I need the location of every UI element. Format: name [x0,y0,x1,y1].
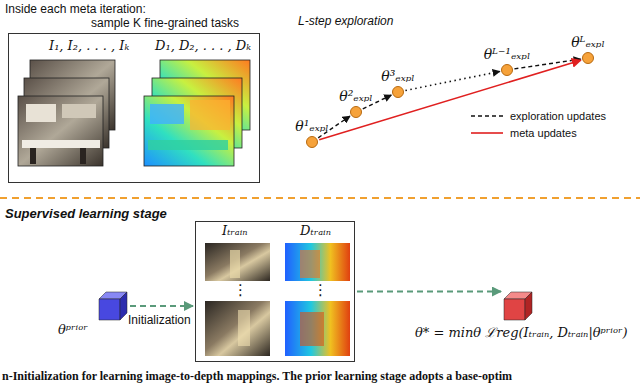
task-batch-box: sample K fine-grained tasksI₁, I₂, . . .… [8,33,260,183]
legend-line-sample [470,128,504,138]
legend-line [471,115,503,117]
update-arrow [357,291,501,293]
cube-side [120,292,127,320]
math-label: Iₜᵣₐᵢₙ [222,223,248,239]
result-cube: θ* = minθ ℒreg(Iₜᵣₐᵢₙ, Dₜᵣₐᵢₙ|θᵖʳⁱᵒʳ) [503,291,533,321]
train-depth-maps [285,243,350,356]
depth-map-stack [144,60,250,166]
legend-entry: meta updates [470,127,577,139]
cube-side [525,292,532,320]
update-arrow [405,72,499,91]
math-label: D₁, D₂, . . . , Dₖ [155,38,251,54]
train-rgb-images [205,243,270,356]
stage-divider [0,197,640,199]
math-label: θᵖʳⁱᵒʳ [58,322,88,338]
rgb-image-stack [18,60,115,166]
parameter-label: θ¹ₑₓₚₗ [295,118,328,135]
legend-text: meta updates [510,127,577,139]
parameter-point: θᴸ⁻¹ₑₓₚₗ [501,64,513,76]
parameter-point: θ³ₑₓₚₗ [392,86,404,98]
ellipsis: ⋮ [233,281,248,299]
legend-line-sample [470,111,504,121]
update-arrow [130,305,193,307]
stage-title: Supervised learning stage [5,206,167,222]
parameter-label: θᴸ⁻¹ₑₓₚₗ [484,46,531,63]
parameter-point: θ²ₑₓₚₗ [350,106,362,118]
box-heading: sample K fine-grained tasks [91,16,239,30]
parameter-point: θ¹ₑₓₚₗ [306,136,318,148]
legend-entry: exploration updates [470,110,606,122]
math-label: I₁, I₂, . . . , Iₖ [49,38,129,54]
update-arrow [319,60,581,140]
parameter-label: θ²ₑₓₚₗ [339,88,372,105]
arrow-label: Initialization [128,313,191,327]
math-label: θ* = minθ ℒreg(Iₜᵣₐᵢₙ, Dₜᵣₐᵢₙ|θᵖʳⁱᵒʳ) [415,325,628,341]
legend-text: exploration updates [510,110,606,122]
training-set-box: Iₜᵣₐᵢₙ Dₜᵣₐᵢₙ [195,221,355,362]
cube-shape [98,291,128,321]
cube-shape [503,291,533,321]
legend-line [471,132,503,134]
math-label: Dₜᵣₐᵢₙ [300,223,331,239]
section-note: Inside each meta iteration: [5,2,146,16]
ellipsis: ⋮ [313,281,328,299]
parameter-point: θᴸₑₓₚₗ [582,52,594,64]
prior-cube: θᵖʳⁱᵒʳ [98,291,128,321]
cube-front [504,299,525,320]
figure-caption: n-Initialization for learning image-to-d… [2,369,512,383]
parameter-label: θ³ₑₓₚₗ [381,68,414,85]
section-note: L-step exploration [298,14,393,28]
cube-front [99,299,120,320]
parameter-label: θᴸₑₓₚₗ [571,34,605,51]
